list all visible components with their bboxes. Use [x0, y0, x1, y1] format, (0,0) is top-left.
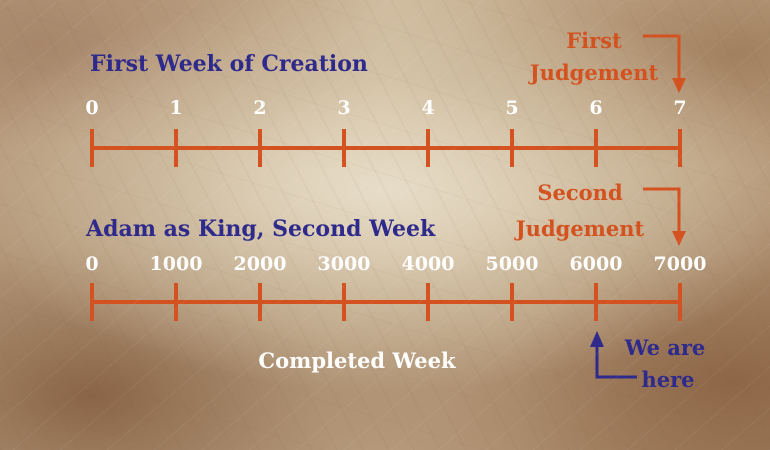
first-judgement-line2: Judgement — [528, 60, 659, 85]
timeline1-tick-label: 4 — [421, 97, 434, 119]
timeline1-tick-label: 2 — [253, 97, 266, 119]
timeline1-tick-label: 5 — [505, 97, 518, 119]
timeline1-tick-label: 7 — [673, 97, 686, 119]
second-judgement-line1: Second — [537, 180, 623, 205]
first-judgement-arrow — [643, 34, 686, 93]
timeline1-ticks — [90, 129, 682, 167]
timeline2-title: Adam as King, Second Week — [85, 216, 436, 242]
completed-week-label: Completed Week — [258, 348, 456, 373]
we-are-here-line2: here — [641, 367, 694, 392]
second-judgement-arrow — [643, 187, 686, 246]
first-judgement-line1: First — [566, 28, 622, 53]
timeline2-tick-label: 3000 — [318, 253, 371, 275]
timeline1-tick-label: 3 — [337, 97, 350, 119]
timeline2-tick-label: 5000 — [486, 253, 539, 275]
timeline2-tick-label: 7000 — [654, 253, 707, 275]
timeline2-ticks — [90, 283, 682, 321]
timeline2-tick-label: 2000 — [234, 253, 287, 275]
timeline2-tick-label: 6000 — [570, 253, 623, 275]
timeline1-tick-labels: 0 1 2 3 4 5 6 7 — [85, 97, 686, 119]
timeline2-tick-labels: 0 1000 2000 3000 4000 5000 6000 7000 — [85, 253, 706, 275]
timeline2-tick-label: 0 — [85, 253, 98, 275]
timeline2-tick-label: 1000 — [150, 253, 203, 275]
timeline1-title: First Week of Creation — [90, 51, 368, 77]
timeline1-tick-label: 0 — [85, 97, 98, 119]
timeline1-tick-label: 6 — [589, 97, 602, 119]
we-are-here-line1: We are — [624, 335, 706, 360]
second-judgement-line2: Judgement — [514, 216, 645, 241]
timeline2-tick-label: 4000 — [402, 253, 455, 275]
we-are-here-arrow — [590, 331, 637, 379]
timeline1-tick-label: 1 — [169, 97, 182, 119]
